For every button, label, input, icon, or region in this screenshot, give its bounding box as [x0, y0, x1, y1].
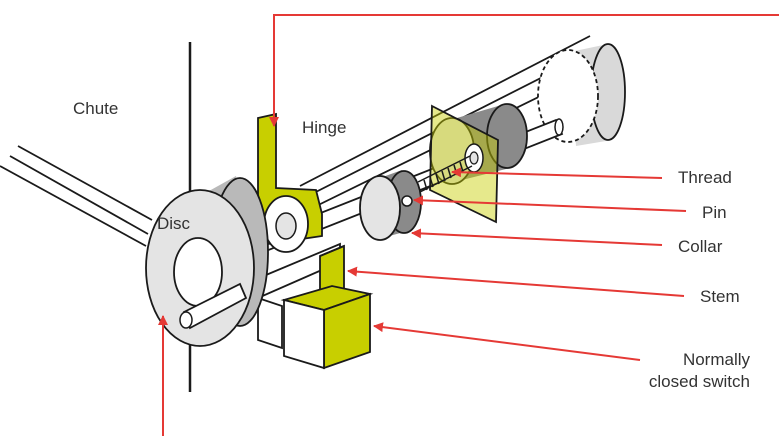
hinge-arrow: [269, 14, 779, 127]
thread-arrow: [451, 167, 663, 179]
label-chute: Chute: [73, 99, 119, 118]
nut: [464, 143, 484, 173]
switch-box: [280, 285, 374, 370]
label-disc: Disc: [157, 214, 191, 233]
pin-arrow: [413, 195, 687, 212]
switch-arrow: [373, 322, 641, 361]
label-thread: Thread: [678, 168, 732, 187]
disc: [145, 176, 269, 347]
mounting-plate: [429, 104, 499, 224]
annotation-lines: [158, 14, 779, 436]
label-stem: Stem: [700, 287, 740, 306]
label-switch-line2: closed switch: [648, 372, 750, 391]
collar: [359, 170, 422, 241]
label-pin: Pin: [702, 203, 727, 222]
label-collar: Collar: [678, 237, 723, 256]
label-hinge: Hinge: [302, 118, 347, 137]
dashed-cylinder: [537, 43, 626, 146]
stem-arrow: [347, 266, 685, 297]
label-switch-line1: Normally: [682, 350, 750, 369]
axle: [179, 282, 248, 330]
collar-arrow: [411, 228, 663, 246]
hinge: [257, 112, 323, 253]
